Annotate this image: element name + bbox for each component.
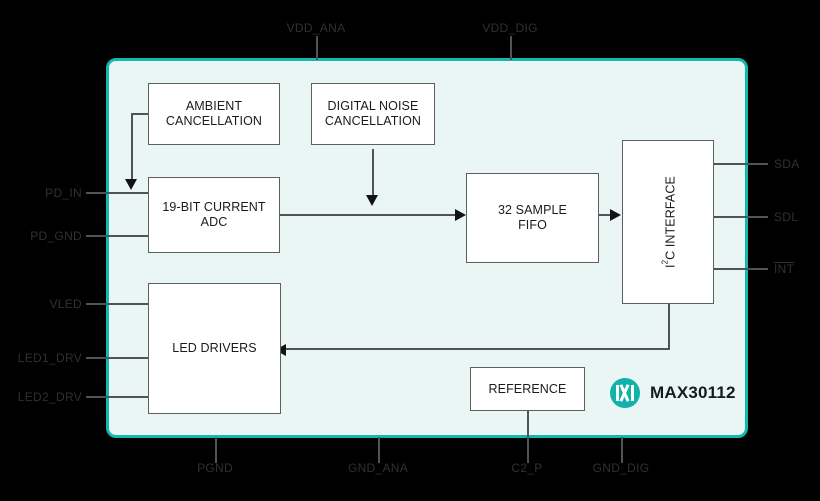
logo-left-bar — [616, 385, 620, 401]
logo-x-mark — [619, 384, 631, 402]
pin-stub-led1-drv — [86, 357, 148, 359]
arrowhead-adc-to-fifo — [455, 209, 466, 221]
pin-label-gnd-dig: GND_DIG — [592, 461, 650, 475]
pin-stub-c2-p — [527, 411, 529, 463]
block-i2c-interface[interactable]: I2C INTERFACE — [622, 140, 714, 304]
pin-label-sda: SDA — [774, 157, 800, 171]
pin-stub-gnd-ana — [378, 437, 380, 463]
pin-stub-led2-drv — [86, 396, 148, 398]
pin-label-gnd-ana: GND_ANA — [347, 461, 409, 475]
block-19bit-current-adc[interactable]: 19-BIT CURRENT ADC — [148, 177, 280, 253]
arrowhead-ambient-to-adc — [125, 179, 137, 190]
block-reference[interactable]: REFERENCE — [470, 367, 585, 411]
pin-stub-vled — [86, 303, 148, 305]
pin-stub-sdl — [714, 216, 768, 218]
logo-right-bar — [630, 385, 634, 401]
pin-label-pd-in: PD_IN — [45, 186, 82, 200]
brand-lockup: MAX30112 — [610, 378, 736, 408]
block-led-drivers[interactable]: LED DRIVERS — [148, 283, 281, 414]
pin-label-led1-drv: LED1_DRV — [17, 351, 82, 365]
pin-label-int-text: INT — [774, 262, 795, 276]
wire-fifo-to-i2c — [599, 214, 617, 216]
pin-stub-sda — [714, 163, 768, 165]
wire-adc-to-fifo — [280, 214, 460, 216]
pin-stub-pgnd — [215, 437, 217, 463]
pin-stub-vdd-ana — [316, 36, 318, 60]
pin-stub-pd-in — [86, 192, 148, 194]
pin-stub-gnd-dig — [621, 437, 623, 463]
pin-label-vdd-ana: VDD_ANA — [286, 21, 346, 35]
wire-dnc-to-bus — [372, 149, 374, 197]
arrowhead-dnc-to-bus — [366, 195, 378, 206]
wire-i2c-to-leddrivers-v — [668, 304, 670, 349]
block-i2c-interface-label: I2C INTERFACE — [660, 176, 678, 268]
pin-label-pgnd: PGND — [197, 461, 233, 475]
pin-label-led2-drv: LED2_DRV — [17, 390, 82, 404]
pin-label-vled: VLED — [49, 297, 82, 311]
part-number-label: MAX30112 — [650, 383, 736, 402]
block-digital-noise-cancellation[interactable]: DIGITAL NOISE CANCELLATION — [311, 83, 435, 145]
pin-label-c2-p: C2_P — [511, 461, 543, 475]
pin-stub-vdd-dig — [510, 36, 512, 60]
pin-label-sdl: SDL — [774, 210, 799, 224]
wire-i2c-to-leddrivers-h — [281, 348, 670, 350]
pin-label-vdd-dig: VDD_DIG — [482, 21, 538, 35]
wire-ambient-to-adc-v — [131, 113, 133, 181]
maxim-integrated-logo-icon — [610, 378, 640, 408]
block-32-sample-fifo[interactable]: 32 SAMPLE FIFO — [466, 173, 599, 263]
block-ambient-cancellation[interactable]: AMBIENT CANCELLATION — [148, 83, 280, 145]
pin-label-pd-gnd: PD_GND — [30, 229, 82, 243]
wire-ambient-to-adc-h — [131, 113, 150, 115]
pin-label-int: INT — [774, 262, 795, 276]
pin-stub-pd-gnd — [86, 235, 148, 237]
arrowhead-fifo-to-i2c — [610, 209, 621, 221]
pin-stub-int — [714, 268, 768, 270]
